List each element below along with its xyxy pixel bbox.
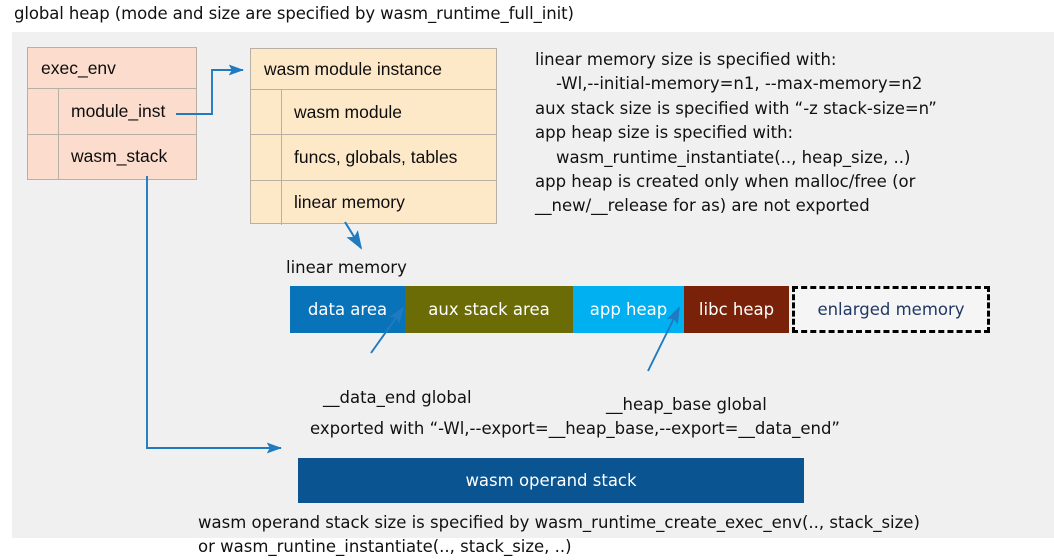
memory-segment-label: aux stack area	[428, 300, 550, 319]
wasm-operand-stack-label: wasm operand stack	[465, 471, 637, 490]
wmi-row-linear-memory: linear memory	[251, 180, 496, 225]
callout-heap-base: __heap_base global	[606, 395, 767, 414]
row-indent	[28, 134, 59, 179]
linear-memory-caption: linear memory	[286, 258, 407, 277]
callout-data-end: __data_end global	[323, 388, 472, 407]
memory-segment: aux stack area	[405, 286, 573, 333]
memory-segment: data area	[290, 286, 405, 333]
memory-segment-label: data area	[307, 300, 388, 319]
diagram-panel: exec_env module_inst wasm_stack wasm mod…	[12, 32, 1054, 556]
exec-env-row-label: wasm_stack	[71, 146, 168, 167]
memory-segment-label: enlarged memory	[817, 300, 965, 319]
wasm-module-instance-box: wasm module instance wasm module funcs, …	[250, 48, 497, 225]
wasm-module-instance-header: wasm module instance	[251, 49, 496, 90]
wmi-row-funcs-globals-tables: funcs, globals, tables	[251, 135, 496, 181]
memory-segment-label: libc heap	[698, 300, 775, 319]
row-indent	[251, 180, 282, 225]
exec-env-box: exec_env module_inst wasm_stack	[27, 47, 197, 180]
memory-segment: enlarged memory	[792, 286, 990, 333]
linear-memory-bar: data area aux stack area app heap libc heap…	[290, 286, 990, 333]
wmi-row-label: wasm module	[294, 101, 402, 122]
row-indent	[251, 90, 282, 135]
wmi-row-label: linear memory	[294, 192, 405, 213]
exec-env-header: exec_env	[28, 48, 196, 89]
operand-stack-note: wasm operand stack size is specified by …	[198, 513, 920, 557]
linear-memory-note: linear memory size is specified with: -W…	[535, 50, 937, 216]
page-title: global heap (mode and size are specified…	[14, 4, 574, 23]
memory-segment-label: app heap	[589, 300, 668, 319]
exec-env-rows: module_inst wasm_stack	[28, 89, 196, 179]
exec-env-row-module-inst: module_inst	[28, 89, 196, 135]
exec-env-row-label: module_inst	[71, 100, 166, 121]
wmi-row-wasm-module: wasm module	[251, 90, 496, 136]
callout-exported-with: exported with “-Wl,--export=__heap_base,…	[310, 419, 840, 438]
wmi-row-label: funcs, globals, tables	[294, 146, 458, 167]
diagram-canvas: global heap (mode and size are specified…	[12, 4, 1054, 556]
exec-env-row-wasm-stack: wasm_stack	[28, 134, 196, 179]
memory-segment: libc heap	[684, 286, 789, 333]
row-indent	[251, 135, 282, 180]
memory-segment: app heap	[573, 286, 684, 333]
wasm-operand-stack-box: wasm operand stack	[298, 458, 804, 503]
row-indent	[28, 89, 59, 134]
wasm-module-instance-rows: wasm module funcs, globals, tables linea…	[251, 90, 496, 225]
